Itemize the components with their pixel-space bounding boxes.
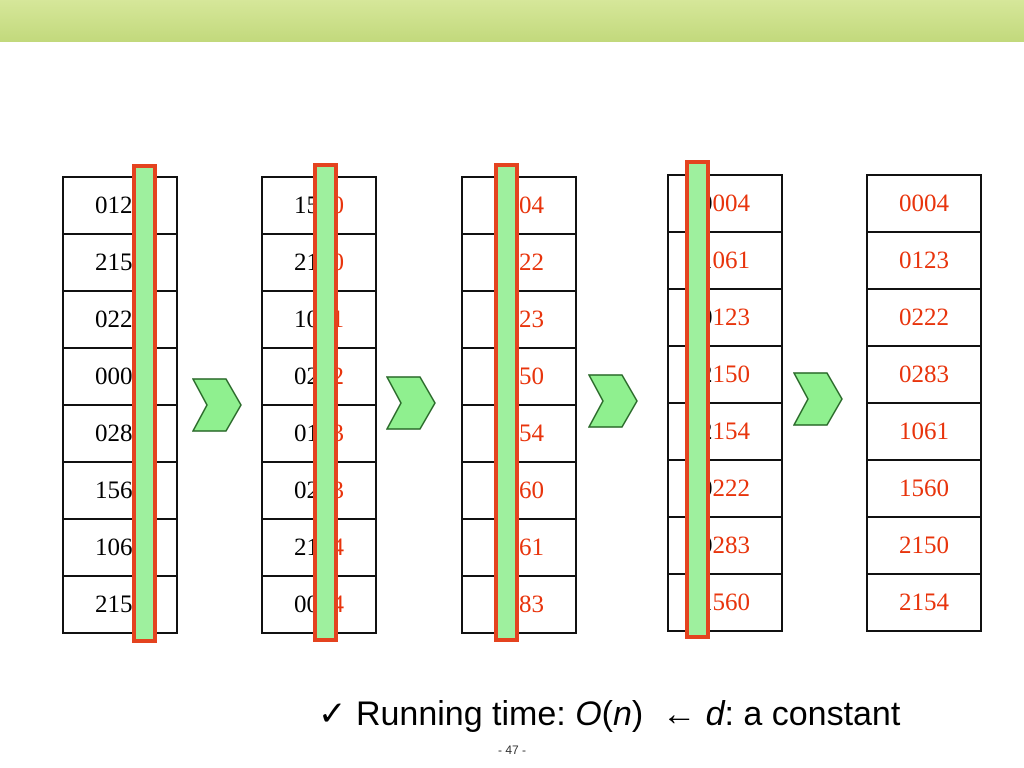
number-cell: 00040004 bbox=[463, 178, 575, 235]
number-text: 1560 bbox=[899, 474, 949, 502]
number-text: 2154 bbox=[899, 588, 949, 616]
number-cell: 15601560 bbox=[463, 463, 575, 520]
check-icon: ✓ bbox=[318, 695, 347, 733]
number-cell: 02830283 bbox=[494, 590, 544, 618]
number-cell: 21502150 bbox=[463, 349, 575, 406]
digit-highlight-band-2 bbox=[313, 163, 338, 642]
left-arrow-icon: ← bbox=[662, 695, 697, 733]
number-cell: 10611061 bbox=[463, 520, 575, 577]
number-cell: 21502150 bbox=[95, 590, 145, 618]
number-cell: 0123 bbox=[868, 233, 980, 290]
chevron-arrow-icon bbox=[386, 376, 436, 430]
column-1: 0123012321542154022202220004000402830283… bbox=[62, 176, 178, 634]
number-cell: 2154 bbox=[868, 575, 980, 630]
number-cell: 00040004 bbox=[64, 349, 176, 406]
running-time-caption: ✓ Running time: O(n) ← d: a constant bbox=[318, 694, 900, 734]
number-cell: 1560 bbox=[868, 461, 980, 518]
caption-n: n bbox=[612, 695, 632, 733]
chevron-arrow-icon bbox=[588, 374, 638, 428]
number-text: 0283 bbox=[899, 360, 949, 388]
number-cell: 02220222 bbox=[463, 235, 575, 292]
caption-close-paren: ) bbox=[631, 695, 644, 733]
number-text: 2150 bbox=[899, 531, 949, 559]
number-cell: 10611061 bbox=[64, 520, 176, 577]
caption-prefix: Running time: bbox=[355, 695, 576, 733]
number-text: 0004 bbox=[899, 189, 949, 217]
column-5: 0004 0123 0222 0283 1061 1560 2150 2154 bbox=[866, 174, 982, 632]
number-cell: 02220222 bbox=[64, 292, 176, 349]
caption-suffix: : a constant bbox=[724, 695, 901, 733]
title-bar bbox=[0, 0, 1024, 42]
number-text: 0123 bbox=[899, 246, 949, 274]
number-text: 0222 bbox=[899, 303, 949, 331]
digit-highlight-band-4 bbox=[685, 160, 710, 639]
number-cell: 0004 bbox=[868, 176, 980, 233]
digit-highlight-band-1 bbox=[132, 164, 157, 643]
chevron-arrow-icon bbox=[192, 378, 242, 432]
number-cell: 2150 bbox=[868, 518, 980, 575]
caption-big-o: O bbox=[575, 695, 602, 733]
digit-highlight-band-3 bbox=[494, 163, 519, 642]
page-number: - 47 - bbox=[497, 743, 526, 757]
caption-open-paren: ( bbox=[601, 695, 613, 733]
column-3: 0004000402220222012301232150215021542154… bbox=[461, 176, 577, 634]
number-cell: 01230123 bbox=[64, 178, 176, 235]
number-cell: 0283 bbox=[868, 347, 980, 404]
number-cell: 1061 bbox=[868, 404, 980, 461]
number-cell: 21542154 bbox=[463, 406, 575, 463]
number-cell: 15601560 bbox=[64, 463, 176, 520]
number-cell: 02830283 bbox=[64, 406, 176, 463]
number-cell: 01230123 bbox=[463, 292, 575, 349]
number-cell: 0222 bbox=[868, 290, 980, 347]
number-text: 1061 bbox=[899, 417, 949, 445]
number-cell: 21542154 bbox=[64, 235, 176, 292]
chevron-arrow-icon bbox=[793, 372, 843, 426]
caption-d: d bbox=[705, 695, 725, 733]
